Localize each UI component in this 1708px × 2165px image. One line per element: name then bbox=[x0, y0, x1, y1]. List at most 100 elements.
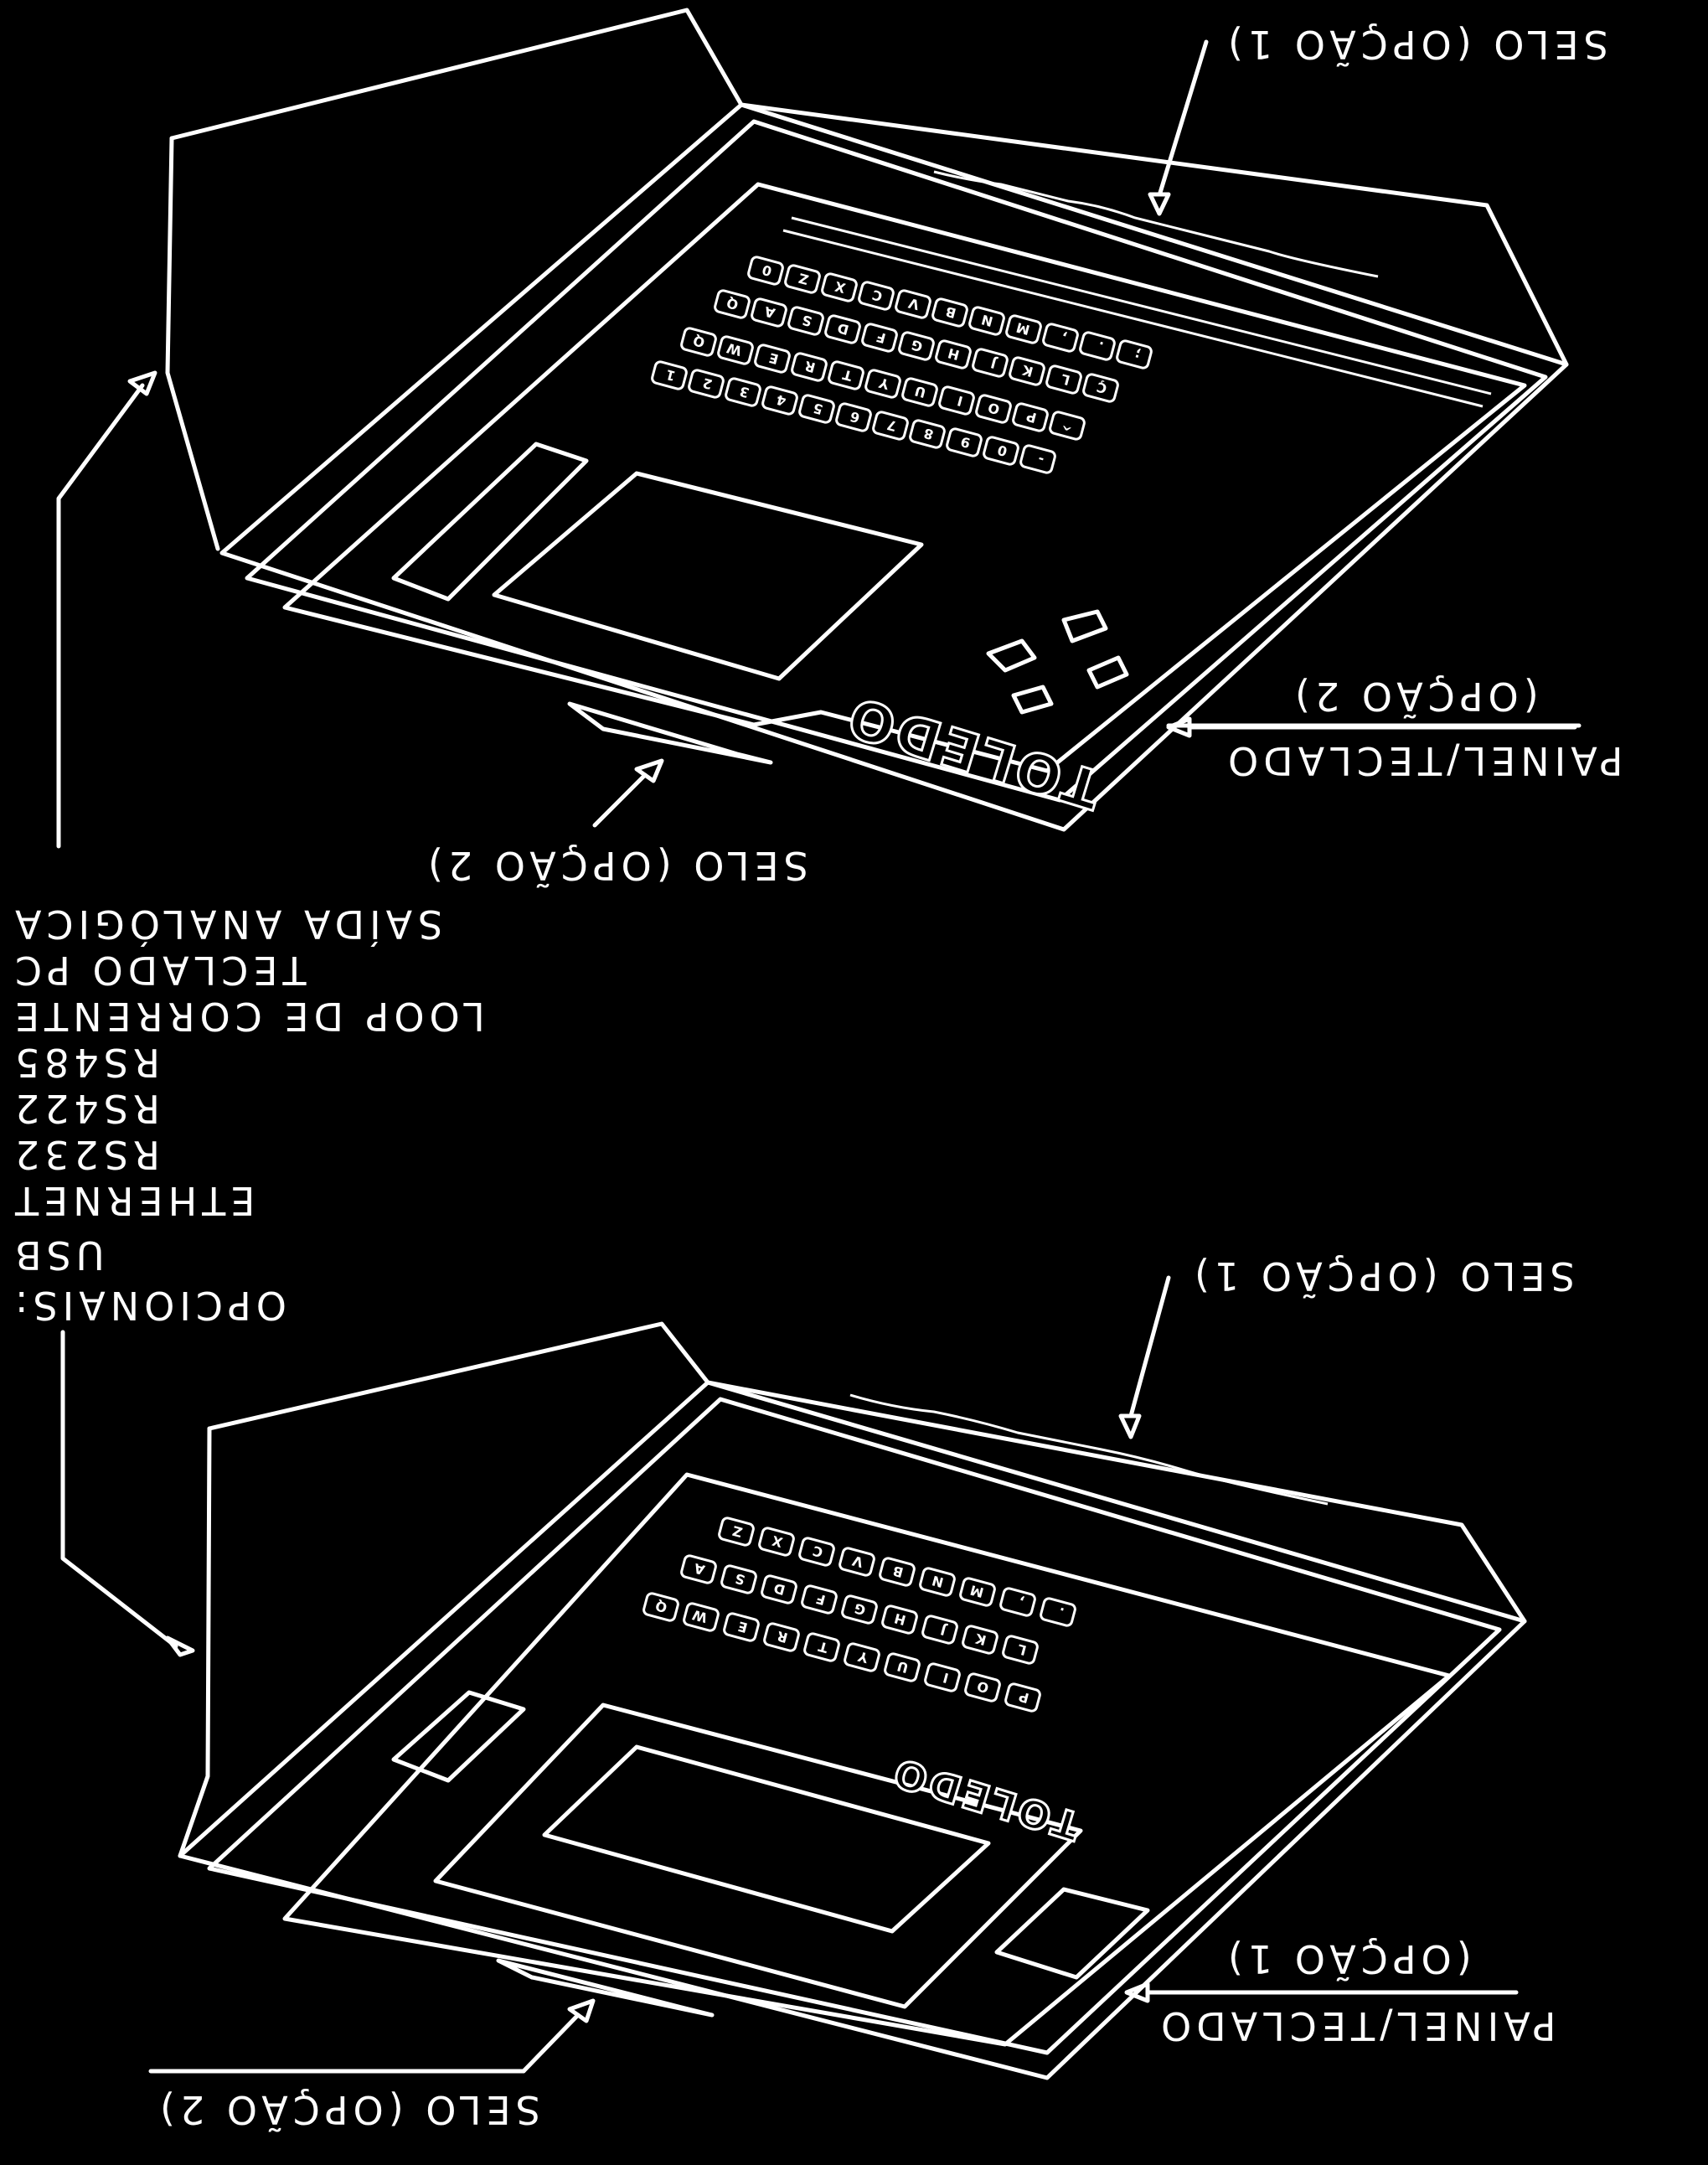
bottom-bottom-seal bbox=[496, 1958, 715, 2018]
svg-text:G: G bbox=[910, 337, 925, 355]
svg-text:5: 5 bbox=[812, 400, 825, 417]
svg-text:0: 0 bbox=[761, 261, 774, 279]
top-row3-key: T bbox=[828, 360, 864, 390]
svg-text:D: D bbox=[836, 320, 851, 338]
svg-text:R: R bbox=[776, 1628, 790, 1646]
svg-text:7: 7 bbox=[885, 416, 899, 434]
svg-text:E: E bbox=[736, 1618, 749, 1635]
svg-text:P: P bbox=[1017, 1688, 1031, 1706]
bottom-row3-key: Q bbox=[642, 1592, 679, 1622]
top-row3-key: I bbox=[938, 385, 975, 416]
svg-text:X: X bbox=[833, 278, 847, 297]
svg-text:.: . bbox=[1057, 1604, 1066, 1621]
bottom-row2-key: K bbox=[962, 1625, 998, 1655]
svg-text:S: S bbox=[800, 312, 813, 329]
top-row1-key: , bbox=[1042, 323, 1079, 353]
top-row4-key: 1 bbox=[651, 360, 688, 390]
bottom-row3-key: P bbox=[1004, 1682, 1041, 1713]
svg-text:J: J bbox=[939, 1622, 949, 1639]
top-row4-key: 9 bbox=[946, 427, 983, 457]
svg-text:V: V bbox=[906, 295, 921, 313]
bottom-row2-key: L bbox=[1002, 1635, 1039, 1665]
top-row2-key: D bbox=[824, 314, 861, 344]
bottom-panel bbox=[282, 1472, 1452, 2047]
svg-text:N: N bbox=[930, 1573, 945, 1591]
svg-text:I: I bbox=[956, 393, 965, 410]
top-row4-key: 3 bbox=[725, 377, 761, 407]
bottom-row3-key: Y bbox=[844, 1642, 880, 1672]
svg-text:Z: Z bbox=[797, 270, 810, 287]
bottom-seal-1-label: SELO (OPÇÃO 1) bbox=[1189, 1253, 1575, 1299]
bottom-terminal bbox=[178, 1321, 1527, 2080]
bottom-row3-key: O bbox=[964, 1672, 1001, 1703]
top-panel-label-line2: PAINEL/TECLADO bbox=[1223, 738, 1623, 783]
svg-text:J: J bbox=[989, 355, 999, 372]
svg-text:T: T bbox=[817, 1638, 830, 1656]
top-housing-frame bbox=[219, 102, 1569, 832]
svg-text:8: 8 bbox=[922, 425, 936, 442]
top-row3-key: W bbox=[717, 335, 754, 365]
top-row3-key: Q bbox=[680, 327, 717, 357]
top-row4-key: 4 bbox=[761, 385, 798, 416]
svg-text:Ç: Ç bbox=[1095, 379, 1108, 396]
svg-text:H: H bbox=[892, 1610, 907, 1629]
svg-text:E: E bbox=[767, 349, 780, 367]
bottom-row1-key: B bbox=[879, 1557, 916, 1587]
top-row4-key: 7 bbox=[872, 411, 909, 441]
svg-text:L: L bbox=[1060, 371, 1072, 389]
top-row1-key: N bbox=[968, 306, 1005, 336]
top-row3-key: ^ bbox=[1049, 411, 1086, 441]
top-row2-key: K bbox=[1009, 356, 1045, 386]
svg-text:M: M bbox=[968, 1582, 985, 1600]
svg-text:W: W bbox=[690, 1606, 709, 1625]
top-row2-key: A bbox=[751, 297, 787, 328]
svg-text:B: B bbox=[944, 303, 958, 322]
option-item-5: RS485 bbox=[10, 1040, 160, 1085]
bottom-row1-key: Z bbox=[718, 1517, 755, 1547]
bottom-housing-inner bbox=[207, 1397, 1502, 2055]
bottom-row3-key: R bbox=[763, 1622, 800, 1652]
bottom-row2-key: H bbox=[881, 1604, 918, 1635]
top-row2-key: J bbox=[972, 348, 1009, 378]
top-row1-key: M bbox=[1005, 314, 1042, 344]
top-row3-key: P bbox=[1012, 402, 1049, 432]
top-hood-left bbox=[165, 136, 220, 551]
top-row2-key: H bbox=[935, 339, 972, 369]
svg-text:K: K bbox=[1020, 362, 1035, 380]
svg-text:U: U bbox=[895, 1658, 910, 1677]
top-panel-label-line1: (OPÇÃO 2) bbox=[1290, 674, 1539, 719]
top-housing-inner bbox=[245, 119, 1548, 803]
svg-text:6: 6 bbox=[849, 408, 862, 426]
bottom-row2-key: F bbox=[801, 1584, 838, 1615]
bottom-row1-key: C bbox=[798, 1537, 835, 1567]
svg-text:,: , bbox=[1060, 330, 1069, 347]
bottom-row2-key: D bbox=[761, 1574, 797, 1604]
bottom-panel-label-line2: PAINEL/TECLADO bbox=[1156, 2003, 1556, 2049]
svg-text:C: C bbox=[811, 1542, 824, 1560]
svg-text:F: F bbox=[875, 328, 887, 346]
top-row1-key: X bbox=[821, 272, 858, 302]
svg-text:X: X bbox=[770, 1532, 784, 1551]
bottom-side-keys-left bbox=[391, 1690, 526, 1783]
top-arrow-keys bbox=[986, 609, 1129, 715]
bottom-seal-wire bbox=[849, 1393, 1329, 1506]
svg-text:Y: Y bbox=[856, 1648, 870, 1666]
bottom-row3-key: T bbox=[803, 1632, 840, 1662]
svg-text:Q: Q bbox=[653, 1598, 668, 1616]
svg-text:1: 1 bbox=[664, 366, 678, 384]
svg-text:I: I bbox=[942, 1670, 951, 1687]
top-seal-wire bbox=[933, 170, 1379, 278]
svg-text:Q: Q bbox=[691, 333, 706, 351]
svg-text:O: O bbox=[986, 400, 1001, 418]
svg-text:O: O bbox=[975, 1678, 990, 1697]
bottom-hood-left bbox=[178, 1426, 212, 1858]
top-bottom-seal bbox=[567, 701, 773, 765]
svg-text:P: P bbox=[1024, 408, 1039, 426]
bottom-row2-key: A bbox=[680, 1554, 717, 1584]
bottom-row1-key: X bbox=[758, 1527, 795, 1557]
svg-text:K: K bbox=[973, 1630, 988, 1649]
bottom-row1-key: , bbox=[999, 1587, 1036, 1617]
